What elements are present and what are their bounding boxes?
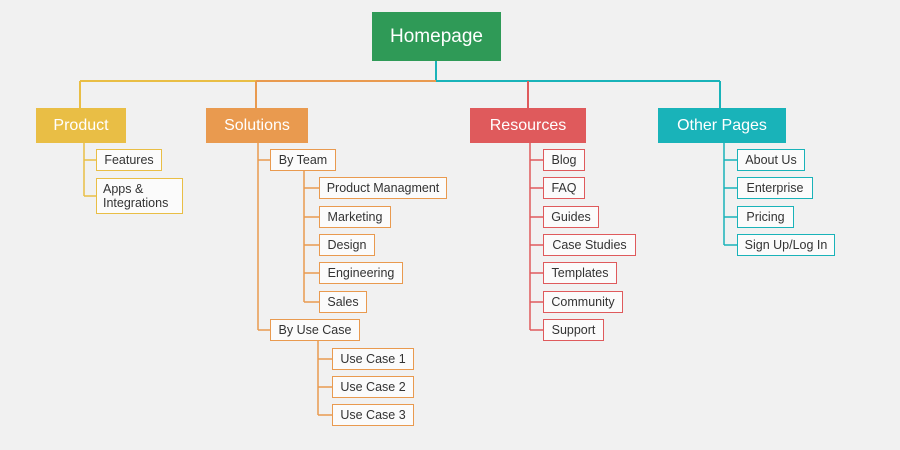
resources-item-templates: Templates <box>543 262 617 284</box>
by-team-item-engineering: Engineering <box>319 262 403 284</box>
solutions-by-team: By Team <box>270 149 336 171</box>
use-case-item-2: Use Case 2 <box>332 376 414 398</box>
homepage-node: Homepage <box>372 12 501 61</box>
by-team-item-marketing: Marketing <box>319 206 391 228</box>
other-pages-node: Other Pages <box>658 108 786 143</box>
product-node: Product <box>36 108 126 143</box>
other-item-about-us: About Us <box>737 149 805 171</box>
resources-item-community: Community <box>543 291 623 313</box>
use-case-item-1: Use Case 1 <box>332 348 414 370</box>
solutions-node: Solutions <box>206 108 308 143</box>
product-item-features: Features <box>96 149 162 171</box>
resources-item-blog: Blog <box>543 149 585 171</box>
resources-item-faq: FAQ <box>543 177 585 199</box>
other-item-sign-up-log-in: Sign Up/Log In <box>737 234 835 256</box>
other-item-enterprise: Enterprise <box>737 177 813 199</box>
by-team-item-design: Design <box>319 234 375 256</box>
resources-node: Resources <box>470 108 586 143</box>
product-item-apps-integrations: Apps & Integrations <box>96 178 183 214</box>
use-case-item-3: Use Case 3 <box>332 404 414 426</box>
other-item-pricing: Pricing <box>737 206 794 228</box>
resources-item-guides: Guides <box>543 206 599 228</box>
by-team-item-product-managment: Product Managment <box>319 177 447 199</box>
resources-item-case-studies: Case Studies <box>543 234 636 256</box>
solutions-by-use-case: By Use Case <box>270 319 360 341</box>
by-team-item-sales: Sales <box>319 291 367 313</box>
resources-item-support: Support <box>543 319 604 341</box>
